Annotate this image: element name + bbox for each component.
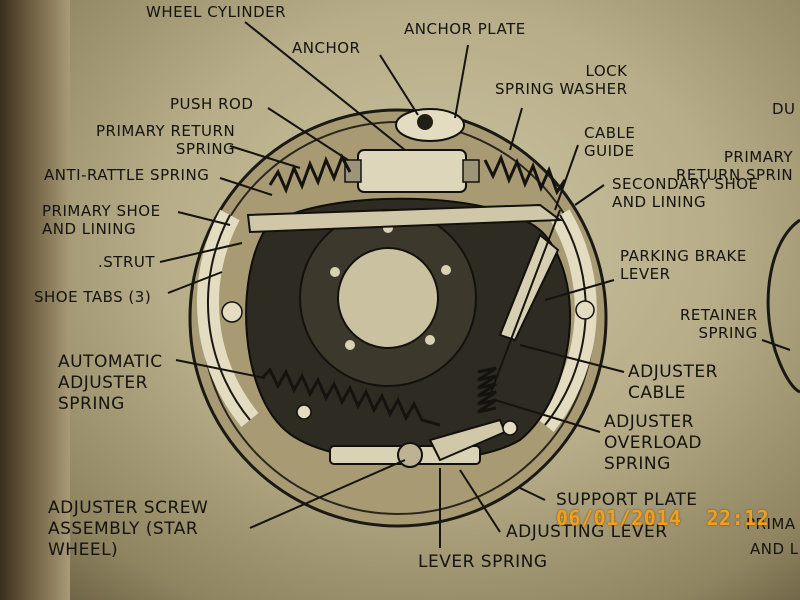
next-page-drum-edge <box>766 218 800 394</box>
label-next-page-primary-return-spring: PRIMARY RETURN SPRIN <box>676 148 794 184</box>
leader-adjuster-cable <box>519 344 625 373</box>
leader-wheel-cylinder <box>244 21 406 151</box>
label-automatic-adjuster-spring: AUTOMATIC ADJUSTER SPRING <box>58 352 163 414</box>
label-next-page-retainer-spring: RETAINER SPRING <box>680 306 758 342</box>
bolt-hole <box>330 267 340 277</box>
label-wheel-cylinder: WHEEL CYLINDER <box>146 3 287 21</box>
parking-brake-lever <box>498 233 560 342</box>
primary-return-spring <box>268 153 352 195</box>
shoe-tab <box>296 404 312 420</box>
overload-spring <box>477 366 497 414</box>
shoe-tab <box>221 301 243 323</box>
label-adjuster-overload-spring: ADJUSTER OVERLOAD SPRING <box>604 412 702 474</box>
label-parking-brake-lever: PARKING BRAKE LEVER <box>620 247 747 283</box>
label-adjuster-screw-assembly: ADJUSTER SCREW ASSEMBLY (STAR WHEEL) <box>48 498 209 560</box>
hub-hole <box>337 247 439 349</box>
anchor-pin <box>417 114 433 130</box>
push-rod-right <box>462 159 480 183</box>
bolt-hole <box>345 340 355 350</box>
label-support-plate: SUPPORT PLATE <box>556 490 698 510</box>
secondary-shoe-outline <box>544 214 587 426</box>
leader-adjusting-lever <box>459 469 501 533</box>
leader-cable-guide <box>554 144 579 211</box>
leader-automatic-adjuster-spring <box>175 359 266 379</box>
label-next-page-du: DU <box>772 100 796 118</box>
label-lock-spring-washer: LOCK SPRING WASHER <box>495 62 628 98</box>
bolt-hole <box>425 335 435 345</box>
book-gutter <box>0 0 70 600</box>
leader-lock-spring-washer <box>509 107 523 151</box>
leader-overload-spring <box>494 399 601 433</box>
push-rod-left <box>344 159 362 183</box>
leader-support-plate <box>519 487 546 501</box>
shoe-tab <box>575 300 595 320</box>
label-primary-return-spring: PRIMARY RETURN SPRING <box>96 122 236 158</box>
label-adjusting-lever: ADJUSTING LEVER <box>506 522 668 542</box>
label-next-page-and-lin: AND LI <box>750 540 800 558</box>
label-primary-shoe-and-lining: PRIMARY SHOE AND LINING <box>42 202 161 238</box>
star-wheel <box>397 442 423 468</box>
leader-shoe-tabs <box>167 271 223 294</box>
secondary-return-spring <box>483 153 567 196</box>
label-push-rod: PUSH ROD <box>170 95 254 113</box>
bolt-hole <box>441 265 451 275</box>
label-lever-spring: LEVER SPRING <box>418 552 548 572</box>
leader-anchor <box>379 54 419 116</box>
label-anti-rattle-spring: ANTI-RATTLE SPRING <box>44 166 210 184</box>
label-anchor: ANCHOR <box>292 39 361 57</box>
adjuster-cable <box>489 209 561 396</box>
label-anchor-plate: ANCHOR PLATE <box>404 20 526 38</box>
leader-anti-rattle-spring <box>219 177 273 196</box>
label-secondary-shoe-and-lining: SECONDARY SHOE AND LINING <box>612 175 759 211</box>
label-cable-guide: CABLE GUIDE <box>584 124 636 160</box>
leader-lines <box>159 21 791 548</box>
leader-primary-shoe <box>177 211 231 226</box>
leader-secondary-shoe <box>574 184 605 206</box>
leader-push-rod <box>267 107 349 161</box>
strut <box>246 203 563 234</box>
leader-adjuster-screw <box>249 459 406 529</box>
date-time-stamp: 06/01/2014 22:12 <box>556 506 770 530</box>
label-shoe-tabs: SHOE TABS (3) <box>34 288 152 306</box>
leader-anchor-plate <box>454 44 469 119</box>
label-next-page-prima: PRIMA <box>746 515 796 533</box>
leader-retainer-spring <box>761 339 791 351</box>
support-plate-hole <box>502 420 518 436</box>
automatic-adjuster-spring <box>260 367 441 427</box>
label-strut: .STRUT <box>98 253 156 271</box>
primary-shoe-outline <box>206 214 251 421</box>
wheel-cylinder <box>357 149 467 193</box>
leader-primary-return-spring <box>229 145 301 169</box>
leader-parking-brake-lever <box>544 279 615 301</box>
leader-strut <box>159 242 243 263</box>
label-adjuster-cable: ADJUSTER CABLE <box>628 362 718 403</box>
